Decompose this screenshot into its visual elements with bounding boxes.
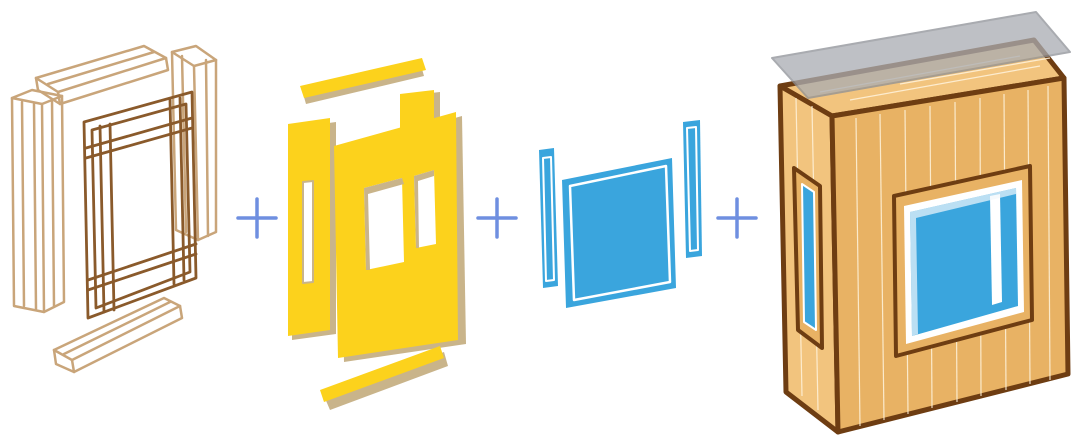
finished-module-icon	[772, 12, 1070, 432]
sheathing-panels-icon	[288, 58, 466, 410]
window-glazing-icon	[539, 120, 702, 308]
timber-frame-icon	[12, 46, 216, 372]
plus-sign-2-icon	[478, 199, 516, 237]
plus-sign-3-icon	[718, 199, 756, 237]
plus-sign-1-icon	[238, 199, 276, 237]
